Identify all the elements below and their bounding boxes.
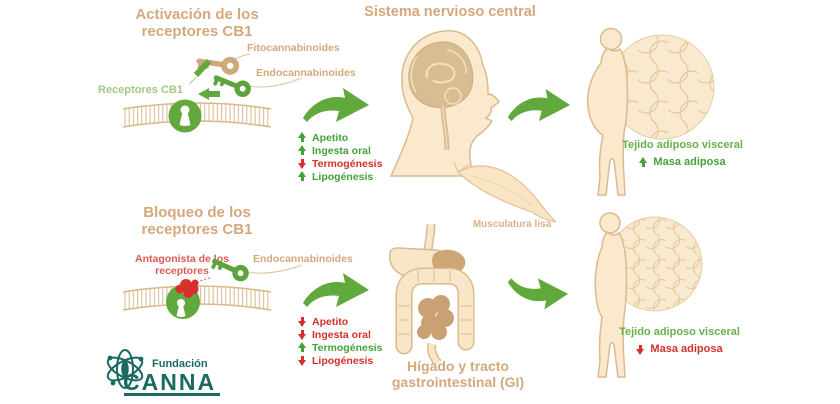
blockade-effects-list: Apetito Ingesta oral Termogénesis Lipogé… bbox=[298, 315, 382, 367]
smooth-muscle-illustration bbox=[453, 161, 556, 223]
logo-foundation-text: Fundación bbox=[152, 358, 208, 370]
effect-row: Apetito bbox=[298, 131, 382, 144]
activation-effects-list: Apetito Ingesta oral Termogénesis Lipogé… bbox=[298, 131, 382, 183]
overweight-body-silhouette bbox=[586, 27, 629, 196]
effect-label: Termogénesis bbox=[312, 157, 383, 170]
endocannabinoid-key-icon bbox=[213, 75, 251, 97]
blockade-title: Bloqueo de los receptores CB1 bbox=[141, 204, 253, 238]
endo-connector-line bbox=[247, 77, 303, 88]
visceral-tissue-label-top: Tejido adiposo visceral bbox=[622, 139, 743, 151]
logo-underline bbox=[124, 393, 220, 396]
atom-leaf-icon bbox=[106, 349, 144, 389]
head-brain-illustration bbox=[389, 30, 501, 177]
direction-arrow-icon bbox=[298, 171, 307, 182]
effect-label: Ingesta oral bbox=[312, 144, 371, 157]
cb1-receptor-icon bbox=[168, 99, 202, 133]
effect-label: Termogénesis bbox=[312, 341, 383, 354]
direction-arrow-icon bbox=[298, 158, 307, 169]
blockade-result-arrow-icon bbox=[303, 273, 369, 307]
effect-row: Termogénesis bbox=[298, 157, 382, 170]
direction-arrow-icon bbox=[298, 132, 307, 143]
effect-row: Lipogénesis bbox=[298, 354, 382, 367]
direction-arrow-icon bbox=[298, 145, 307, 156]
antagonist-label: Antagonista de los receptores bbox=[135, 253, 229, 277]
smooth-muscle-label: Musculatura lisa bbox=[472, 219, 552, 230]
logo-name-text: CANNA bbox=[123, 369, 217, 395]
antagonist-connector-line bbox=[191, 277, 211, 289]
endocannabinoids-label-2: Endocannabinoides bbox=[253, 253, 353, 265]
direction-arrow-icon bbox=[298, 329, 307, 340]
phytocannabinoids-label: Fitocannabinoides bbox=[247, 42, 340, 54]
endocannabinoid-key2-icon bbox=[211, 258, 249, 282]
gi-title: Hígado y tracto gastrointestinal (GI) bbox=[391, 358, 525, 390]
activation-result-arrow-icon bbox=[303, 88, 369, 122]
visceral-fat-cells-small bbox=[607, 216, 703, 312]
effect-row: Ingesta oral bbox=[298, 144, 382, 157]
effect-label: Lipogénesis bbox=[312, 354, 374, 367]
slim-body-silhouette bbox=[594, 212, 628, 378]
direction-arrow-icon bbox=[298, 316, 307, 327]
endocannabinoids-label: Endocannabinoides bbox=[256, 67, 356, 79]
blocked-cb1-receptor-icon bbox=[166, 278, 200, 319]
effect-row: Lipogénesis bbox=[298, 170, 382, 183]
cns-title: Sistema nervioso central bbox=[364, 4, 536, 20]
key-to-receptor-arrow-icon bbox=[187, 58, 212, 86]
effect-label: Ingesta oral bbox=[312, 328, 371, 341]
activation-title: Activación de los receptores CB1 bbox=[135, 6, 259, 40]
fundacion-canna-logo: Fundación CANNA bbox=[99, 342, 229, 400]
gi-to-body-arrow-icon bbox=[507, 278, 569, 310]
cb1-receptors-label: Receptores CB1 bbox=[98, 84, 183, 96]
fat-mass-row-top: Masa adiposa bbox=[615, 156, 750, 168]
visceral-tissue-label-bottom: Tejido adiposo visceral bbox=[619, 326, 740, 338]
gi-tract-illustration bbox=[389, 224, 475, 364]
direction-arrow-icon bbox=[298, 355, 307, 366]
direction-arrow-icon bbox=[298, 342, 307, 353]
fat-mass-label: Masa adiposa bbox=[650, 343, 723, 355]
fat-mass-label: Masa adiposa bbox=[653, 156, 726, 168]
key-to-receptor-arrow2-icon bbox=[198, 88, 220, 100]
effect-label: Apetito bbox=[312, 131, 349, 144]
fat-mass-row-bottom: Masa adiposa bbox=[612, 343, 747, 355]
effect-row: Termogénesis bbox=[298, 341, 382, 354]
effect-row: Ingesta oral bbox=[298, 328, 382, 341]
direction-arrow-icon bbox=[639, 156, 648, 168]
endo2-connector-line bbox=[245, 264, 303, 274]
effect-row: Apetito bbox=[298, 315, 382, 328]
cns-to-body-arrow-icon bbox=[507, 89, 571, 122]
direction-arrow-icon bbox=[636, 344, 645, 355]
visceral-fat-cells-large bbox=[609, 34, 715, 140]
effect-label: Apetito bbox=[312, 315, 349, 328]
effect-label: Lipogénesis bbox=[312, 170, 374, 183]
